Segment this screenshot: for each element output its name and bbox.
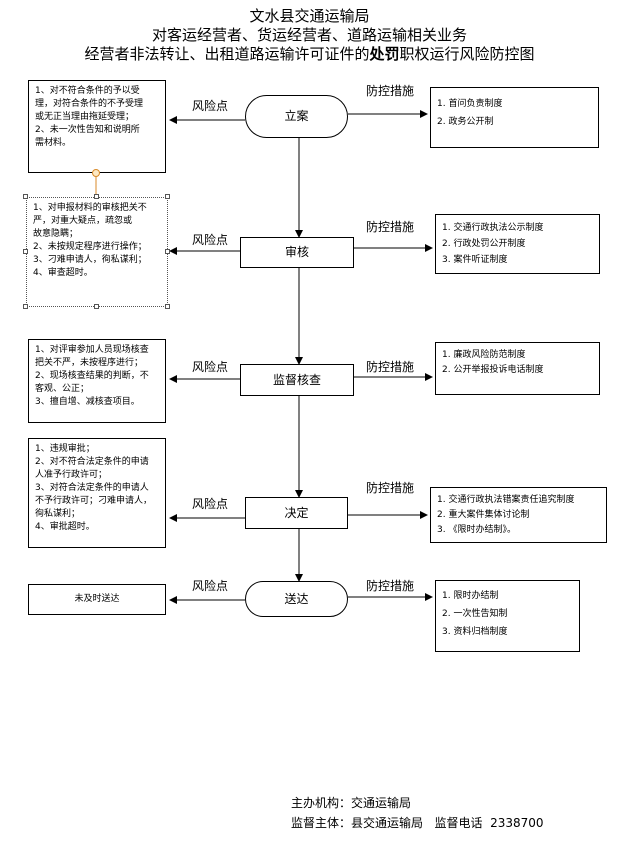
resize-handle-tl[interactable]	[23, 194, 28, 199]
resize-handle-bl[interactable]	[23, 304, 28, 309]
resize-handle-ml[interactable]	[23, 249, 28, 254]
risk-box-5: 未及时送达	[28, 584, 166, 615]
resize-handle-br[interactable]	[165, 304, 170, 309]
control-label-4: 防控措施	[366, 481, 415, 495]
control-label-3: 防控措施	[366, 360, 415, 374]
control-label-5: 防控措施	[366, 579, 415, 593]
risk-box-1: 1、对不符合条件的予以受理，对符合条件的不予受理或无正当理由拖延受理；2、未一次…	[28, 80, 166, 173]
step-songda: 送达	[245, 581, 348, 617]
resize-handle-tr[interactable]	[165, 194, 170, 199]
page-title: 文水县交通运输局	[249, 7, 370, 25]
step-jueding: 决定	[245, 497, 348, 529]
risk-label-3: 风险点	[192, 360, 229, 374]
resize-handle-tm[interactable]	[94, 194, 99, 199]
footer-supervisor: 监督主体：县交通运输局 监督电话 2338700	[291, 816, 544, 830]
page-subtitle: 对客运经营者、货运经营者、道路运输相关业务	[151, 26, 467, 44]
step-shenhe: 审核	[240, 237, 354, 268]
risk-label-1: 风险点	[192, 99, 229, 113]
step-jiandu-hecha: 监督核查	[240, 364, 354, 396]
control-label-1: 防控措施	[366, 84, 415, 98]
risk-label-2: 风险点	[192, 233, 229, 247]
risk-label-4: 风险点	[192, 497, 229, 511]
resize-handle-mr[interactable]	[165, 249, 170, 254]
risk-box-3: 1、对评审参加人员现场核查把关不严，未按程序进行；2、现场核查结果的判断，不客观…	[28, 339, 166, 423]
control-label-2: 防控措施	[366, 220, 415, 234]
step-lian: 立案	[245, 95, 348, 138]
risk-box-4: 1、违规审批；2、对不符合法定条件的申请人准予行政许可；3、对符合法定条件的申请…	[28, 438, 166, 548]
selection-rotate-handle[interactable]	[92, 169, 100, 177]
risk-box-2[interactable]: 1、对申报材料的审核把关不严，对重大疑点，疏忽或故意隐瞒；2、未按规定程序进行操…	[26, 197, 168, 307]
page-subtitle-2: 经营者非法转让、出租道路运输许可证件的处罚职权运行风险防控图	[84, 45, 535, 63]
resize-handle-bm[interactable]	[94, 304, 99, 309]
footer-org: 主办机构：交通运输局	[291, 796, 412, 810]
risk-label-5: 风险点	[192, 579, 229, 593]
